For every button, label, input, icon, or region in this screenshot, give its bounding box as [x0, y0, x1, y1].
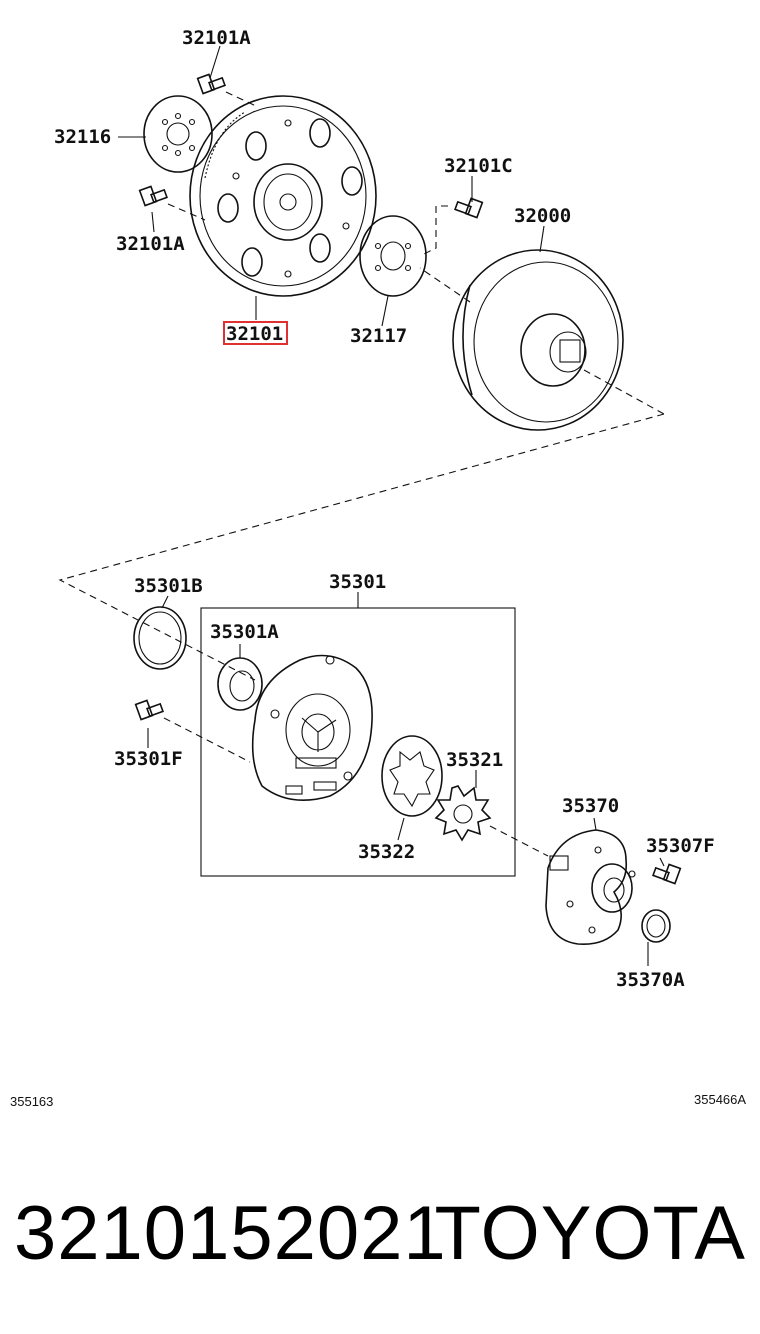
label-35321: 35321	[446, 749, 503, 771]
oil-pump-body-35301	[251, 654, 373, 802]
brand-name: TOYOTA	[434, 1191, 746, 1276]
label-32117: 32117	[350, 325, 407, 347]
label-32101A-left: 32101A	[116, 233, 185, 255]
center-line	[58, 413, 665, 681]
label-35301A: 35301A	[210, 621, 279, 643]
spacer-32117	[359, 215, 427, 297]
label-35301B: 35301B	[134, 575, 203, 597]
torque-converter-32000	[419, 249, 665, 431]
label-35301: 35301	[329, 571, 386, 593]
spacer-32116	[143, 95, 213, 173]
group-box-35301	[200, 607, 516, 877]
drive-gear-35321	[434, 785, 549, 857]
bolt-32101A-top	[196, 73, 257, 107]
label-35301F: 35301F	[114, 748, 183, 770]
o-ring-35301B	[133, 606, 187, 670]
ring-35370A	[641, 909, 671, 943]
bolt-35301F	[134, 699, 251, 763]
label-32101A-top: 32101A	[182, 27, 251, 49]
bolt-35307F	[652, 863, 682, 885]
stator-shaft-35370	[545, 829, 636, 946]
label-32101C: 32101C	[444, 155, 513, 177]
label-35322: 35322	[358, 841, 415, 863]
highlight-box-32101	[223, 321, 288, 345]
leader-lines	[118, 45, 665, 966]
code-left: 355163	[10, 1094, 53, 1109]
part-number: 3210152021	[14, 1191, 447, 1276]
label-32000: 32000	[514, 205, 571, 227]
drive-plate-32101	[189, 95, 377, 297]
label-32116: 32116	[54, 126, 111, 148]
label-35307F: 35307F	[646, 835, 715, 857]
label-35370A: 35370A	[616, 969, 685, 991]
driven-gear-35322	[381, 735, 443, 817]
label-32101: 32101	[226, 323, 283, 345]
code-right: 355466A	[694, 1092, 746, 1107]
bolt-32101A-left	[138, 185, 206, 221]
oil-seal-35301A	[217, 657, 263, 711]
label-35370: 35370	[562, 795, 619, 817]
bolt-32101C	[419, 197, 484, 257]
